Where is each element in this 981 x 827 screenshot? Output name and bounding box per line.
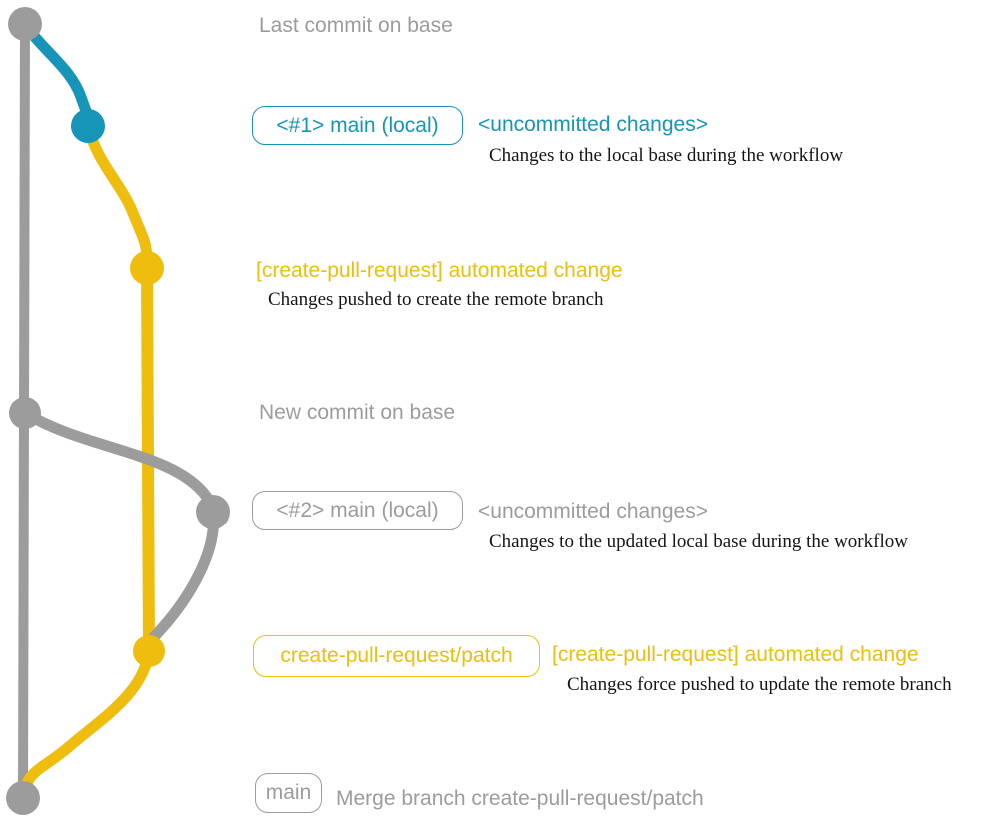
commit-dot-last-base xyxy=(8,7,42,41)
commit-dot-automated-change-1 xyxy=(130,251,164,285)
uncommitted-changes-title-2: <uncommitted changes> xyxy=(478,500,708,523)
uncommitted-branch-curve xyxy=(19,18,94,132)
branch-badge-main-local-2: <#2> main (local) xyxy=(252,491,463,530)
branch-badge-patch: create-pull-request/patch xyxy=(253,635,540,677)
commit-dot-uncommitted-2 xyxy=(196,495,230,529)
uncommitted-changes-title-1: <uncommitted changes> xyxy=(478,113,708,136)
automated-change-title-2: [create-pull-request] automated change xyxy=(552,643,919,666)
commit-dot-new-base xyxy=(9,397,41,429)
commit-dot-uncommitted-1 xyxy=(71,109,105,143)
merge-commit-label: Merge branch create-pull-request/patch xyxy=(336,787,704,810)
automated-change-desc-1: Changes pushed to create the remote bran… xyxy=(268,289,604,310)
patch-branch-merge-curve xyxy=(17,645,155,804)
last-commit-on-base-label: Last commit on base xyxy=(259,14,453,37)
automated-change-desc-2: Changes force pushed to update the remot… xyxy=(567,674,952,695)
patch-branch-upper-curve xyxy=(82,120,153,274)
commit-dot-merge xyxy=(6,781,40,815)
automated-change-title-1: [create-pull-request] automated change xyxy=(256,259,623,282)
uncommitted-changes-desc-1: Changes to the local base during the wor… xyxy=(489,145,844,166)
updated-base-curve-in xyxy=(141,506,219,657)
branch-badge-main-local-1: <#1> main (local) xyxy=(252,106,463,145)
new-commit-on-base-label: New commit on base xyxy=(259,401,456,424)
commit-dot-automated-change-2 xyxy=(133,635,165,667)
updated-base-curve-out xyxy=(19,407,229,525)
uncommitted-changes-desc-2: Changes to the updated local base during… xyxy=(489,531,908,552)
branch-badge-main: main xyxy=(255,773,322,813)
